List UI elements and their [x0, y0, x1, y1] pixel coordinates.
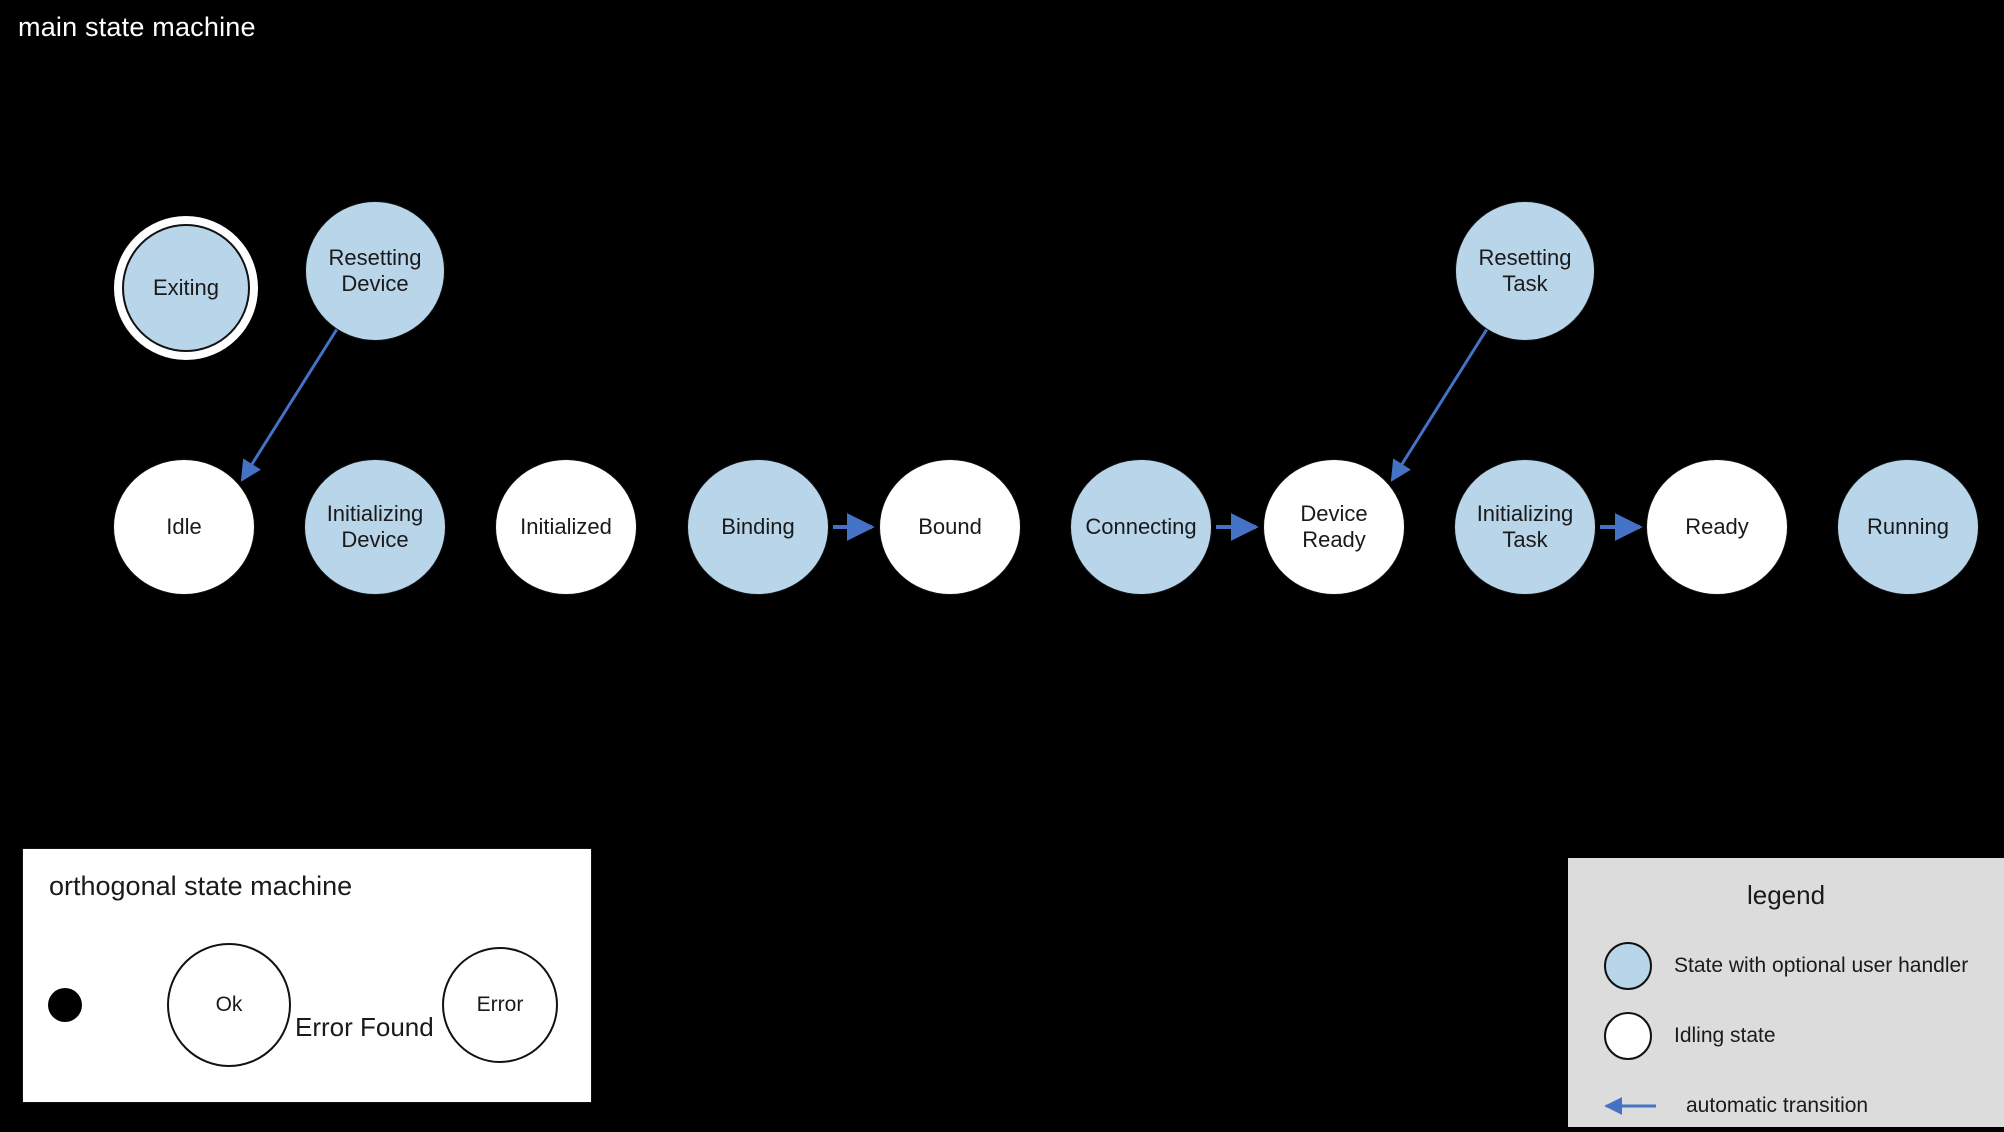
state-label: Running: [1867, 514, 1949, 540]
legend-item-label: automatic transition: [1686, 1094, 1869, 1117]
state-label: Ready: [1685, 514, 1749, 540]
legend-item-automatic-transition: automatic transition: [1600, 1080, 1868, 1132]
handler-state-swatch-icon: [1604, 942, 1652, 990]
state-node-running[interactable]: Running: [1837, 459, 1979, 595]
arrow-left-icon: [1600, 1082, 1660, 1130]
transition-resetting-device-to-idle: [240, 328, 339, 482]
legend-item-label: State with optional user handler: [1674, 954, 1969, 977]
state-label: Device Ready: [1300, 501, 1368, 552]
state-label: Resetting Task: [1478, 245, 1572, 296]
legend-title: legend: [1746, 880, 1826, 910]
state-node-bound[interactable]: Bound: [879, 459, 1021, 595]
state-node-ready[interactable]: Ready: [1646, 459, 1788, 595]
state-node-initialized[interactable]: Initialized: [495, 459, 637, 595]
state-node-resetting-task[interactable]: Resetting Task: [1455, 201, 1595, 341]
state-label: Resetting Device: [328, 245, 422, 296]
state-label: Initialized: [520, 514, 612, 540]
state-label: Initializing Task: [1476, 501, 1574, 552]
state-node-idle[interactable]: Idle: [113, 459, 255, 595]
final-state-inner-circle: [122, 224, 250, 352]
legend-panel: legend State with optional user handler …: [1568, 858, 2004, 1127]
state-node-exiting[interactable]: Exiting: [114, 216, 258, 360]
state-node-connecting[interactable]: Connecting: [1070, 459, 1212, 595]
legend-item-idling-state: Idling state: [1604, 1010, 1776, 1062]
idling-state-swatch-icon: [1604, 1012, 1652, 1060]
orthogonal-state-machine-panel: orthogonal state machine Ok Error Error …: [22, 848, 592, 1103]
page-title: main state machine: [18, 12, 256, 42]
state-label: Ok: [215, 993, 243, 1016]
initial-state-marker: [48, 988, 82, 1022]
orthogonal-state-machine-title: orthogonal state machine: [49, 871, 353, 901]
transition-label-error-found: Error Found: [295, 1012, 434, 1042]
state-node-ok[interactable]: Ok: [167, 943, 291, 1067]
state-node-resetting-device[interactable]: Resetting Device: [305, 201, 445, 341]
state-node-binding[interactable]: Binding: [687, 459, 829, 595]
state-node-initializing-device[interactable]: Initializing Device: [304, 459, 446, 595]
state-node-error[interactable]: Error: [442, 947, 558, 1063]
transition-resetting-task-to-device-ready: [1390, 328, 1489, 482]
legend-item-handler-state: State with optional user handler: [1604, 940, 1968, 992]
state-node-initializing-task[interactable]: Initializing Task: [1454, 459, 1596, 595]
state-label: Initializing Device: [326, 501, 424, 552]
state-label: Connecting: [1085, 514, 1197, 540]
state-node-device-ready[interactable]: Device Ready: [1263, 459, 1405, 595]
state-label: Error: [476, 993, 524, 1016]
state-label: Binding: [721, 514, 795, 540]
legend-item-label: Idling state: [1674, 1024, 1776, 1047]
state-label: Bound: [918, 514, 982, 540]
state-label: Idle: [166, 514, 202, 540]
